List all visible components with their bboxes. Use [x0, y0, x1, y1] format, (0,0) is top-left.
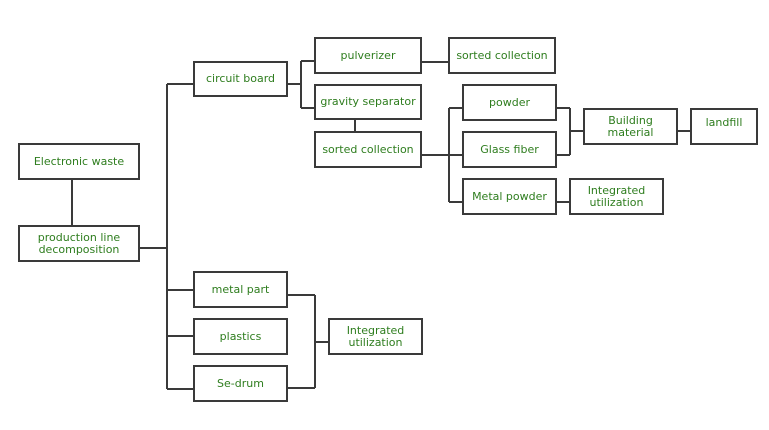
node-landfill: landfill — [690, 108, 758, 145]
node-building-material: Building material — [583, 108, 678, 145]
node-se-drum: Se-drum — [193, 365, 288, 402]
node-circuit-board: circuit board — [193, 61, 288, 97]
node-glass-fiber: Glass fiber — [462, 131, 557, 168]
node-production-line-decomposition: production line decomposition — [18, 225, 140, 262]
node-electronic-waste: Electronic waste — [18, 143, 140, 180]
node-gravity-separator: gravity separator — [314, 84, 422, 120]
node-metal-powder: Metal powder — [462, 178, 557, 215]
node-sorted-collection-2: sorted collection — [314, 131, 422, 168]
node-integrated-utilization-1: Integrated utilization — [569, 178, 664, 215]
node-pulverizer: pulverizer — [314, 37, 422, 74]
node-sorted-collection-1: sorted collection — [448, 37, 556, 74]
node-integrated-utilization-2: Integrated utilization — [328, 318, 423, 355]
node-plastics: plastics — [193, 318, 288, 355]
node-powder: powder — [462, 84, 557, 121]
node-metal-part: metal part — [193, 271, 288, 308]
